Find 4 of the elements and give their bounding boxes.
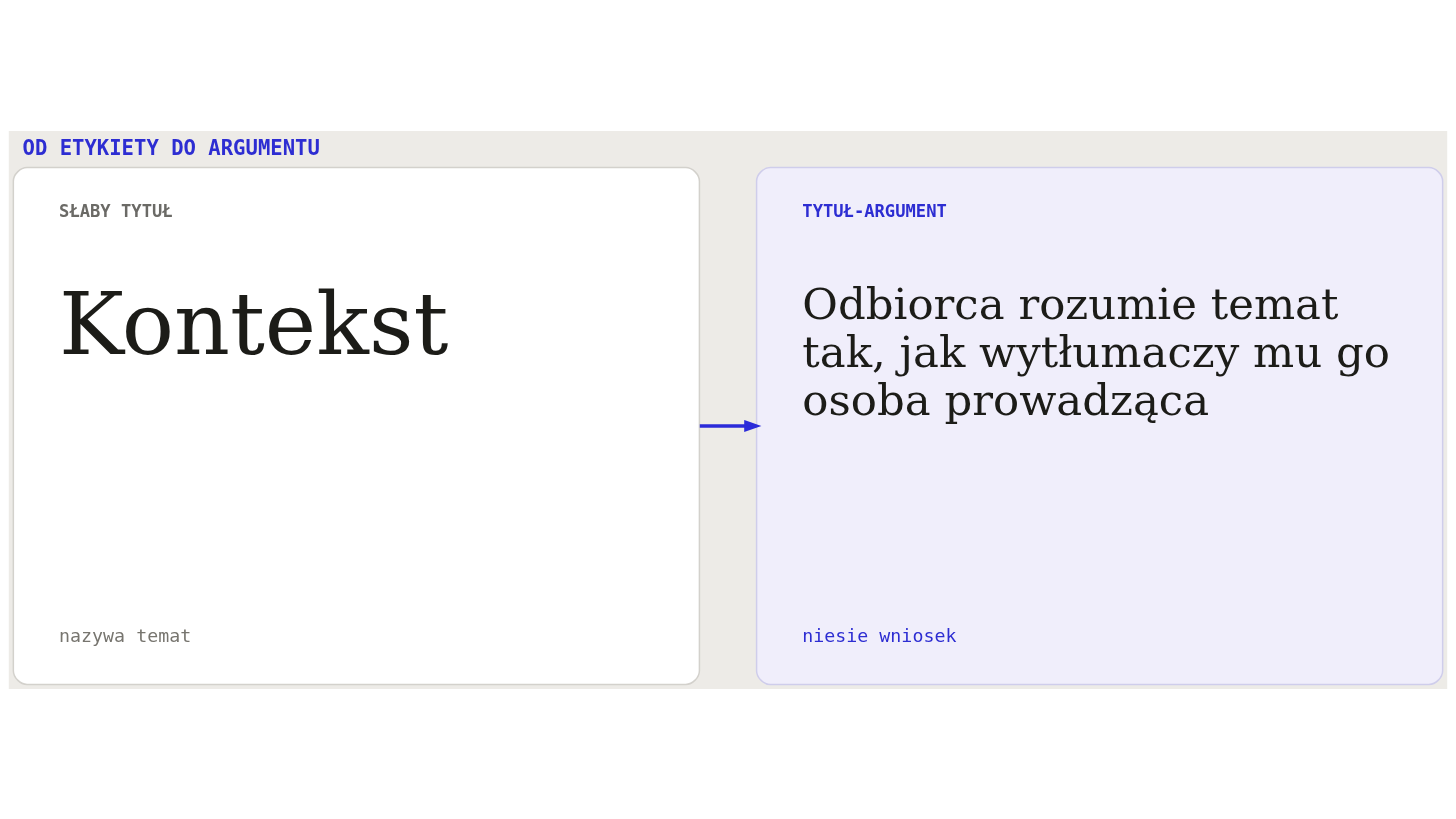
node-box: SŁABY TYTUŁ Kontekst nazywa temat	[12, 166, 701, 685]
diagram-title: OD ETYKIETY DO ARGUMENTU	[22, 135, 320, 160]
node-box: TYTUŁ-ARGUMENT Odbiorca rozumie temat tak, jak wytłumaczy mu go osoba prowadząca niesie wniosek	[755, 166, 1444, 685]
arrow	[699, 419, 762, 432]
